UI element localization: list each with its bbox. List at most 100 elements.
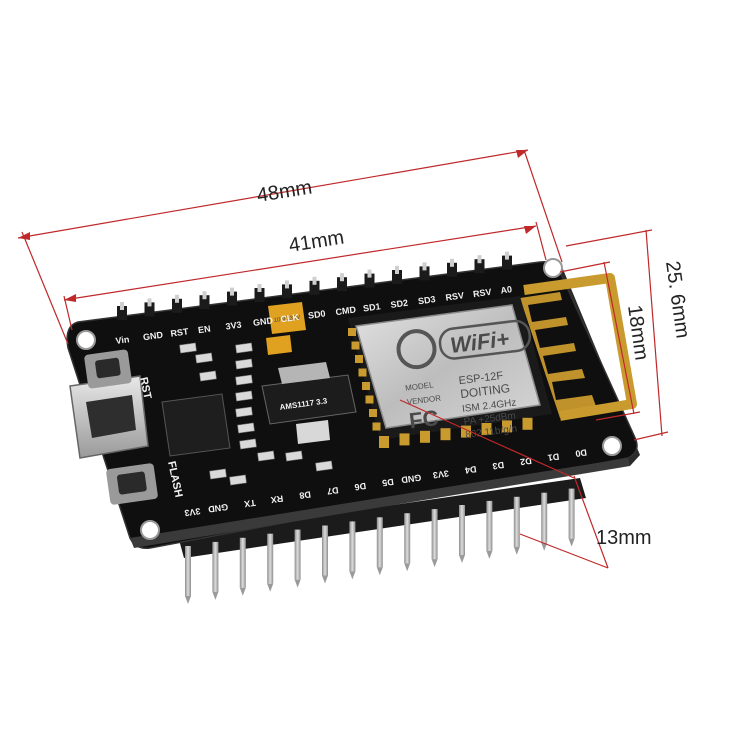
header-pin [568, 488, 575, 539]
smd-resistor [315, 460, 333, 472]
smd-component [296, 420, 330, 444]
module-pad [372, 422, 381, 431]
top-pin-label: SD3 [417, 294, 436, 306]
smd-resistor [195, 352, 213, 364]
module-pad [399, 433, 410, 446]
dimension-arrows [18, 150, 536, 302]
header-pin-tip [486, 550, 493, 559]
header-pins [178, 478, 586, 604]
top-header-pin [419, 266, 430, 281]
top-pin-label: CMD [335, 304, 357, 317]
header-pin [239, 537, 246, 588]
tantalum-capacitor: 106C 35V [268, 302, 306, 334]
rst-label: RST [137, 376, 153, 400]
header-pin [486, 500, 493, 551]
smd-resistor [235, 358, 253, 370]
top-header-pads [117, 251, 512, 320]
module-vendor-label: VENDOR [406, 394, 441, 407]
top-pin-tip [147, 298, 152, 307]
header-pin-tip [459, 555, 465, 563]
top-pin-label: EN [197, 324, 211, 336]
top-pin-tip [257, 284, 262, 292]
top-pin-label: Vin [115, 334, 130, 346]
module-pad [362, 382, 370, 390]
module-pad [369, 409, 377, 417]
header-pin [349, 521, 356, 572]
top-pin-label: RSV [472, 287, 492, 299]
voltage-regulator: AMS1117 3.3 [261, 362, 357, 425]
bottom-pin-label: D5 [382, 477, 395, 489]
nodemcu-board: WiFi+ MODEL ESP-12F VENDOR DOITING FC IS… [66, 251, 640, 550]
module-shield [355, 304, 541, 429]
header-pin-tip [349, 571, 356, 580]
top-pin-tip [230, 287, 234, 296]
bottom-pin-label: D3 [492, 460, 505, 472]
micro-usb-connector [69, 375, 149, 459]
smd-resistor [235, 406, 253, 418]
header-pin [513, 496, 520, 547]
mounting-holes [76, 258, 622, 540]
header-pin [212, 541, 219, 592]
bottom-pin-label: GND [400, 472, 422, 485]
module-pad [351, 341, 360, 350]
top-pin-label: CLK [280, 312, 300, 325]
bottom-pin-label: 3V3 [432, 468, 449, 480]
header-pin-tip [431, 559, 438, 568]
pcb-antenna [520, 292, 598, 418]
dim-13mm-label: 13mm [596, 527, 652, 549]
dimension-annotations [17, 149, 669, 569]
flash-button [106, 463, 158, 505]
header-pin-tip [541, 542, 548, 551]
top-header-pin [474, 259, 485, 274]
header-pin [376, 517, 383, 568]
bottom-pin-label: D4 [464, 464, 477, 476]
module-pad [358, 368, 367, 377]
top-pin-label: SD2 [390, 298, 409, 310]
top-header-pin [447, 262, 457, 277]
module-pad [348, 328, 356, 336]
header-pin [404, 513, 411, 564]
top-pin-label: RSV [445, 290, 465, 302]
smd-resistor [257, 450, 275, 462]
module-model: ESP-12F [458, 370, 504, 387]
smd-resistor [239, 438, 257, 450]
module-pad [461, 425, 471, 438]
top-header-pin [117, 306, 127, 320]
bottom-pin-label: D2 [520, 456, 533, 468]
top-pin-tip [285, 280, 289, 289]
top-pin-label: SD0 [307, 308, 326, 320]
top-header-pin [227, 291, 237, 306]
smd-resistor [179, 342, 197, 354]
module-pad [365, 395, 374, 404]
smd-resistor [237, 422, 255, 434]
usb-uart-chip [161, 393, 231, 457]
smd-resistor [235, 374, 253, 386]
capacitor-small [266, 335, 292, 355]
bottom-pin-label: TX [244, 498, 257, 510]
smd-resistor [285, 450, 303, 462]
module-fcc: FC [408, 405, 440, 433]
top-pin-tip [202, 291, 207, 300]
bottom-pin-label: D8 [299, 489, 312, 501]
header-pin-tip [239, 587, 246, 596]
header-pin-tip [404, 563, 411, 572]
header-pin-tip [376, 567, 383, 576]
header-pin-tip [185, 596, 191, 604]
smd-resistor [235, 390, 253, 402]
top-pin-tip [395, 266, 399, 274]
top-pin-label: A0 [500, 284, 513, 296]
bottom-pin-label: 3V3 [184, 506, 201, 518]
header-pin [185, 546, 191, 596]
top-header-pin [392, 270, 402, 284]
bottom-pin-label: GND [207, 502, 229, 515]
top-header-pin [364, 273, 375, 288]
top-pin-tip [477, 255, 482, 264]
dim-48mm-label: 48mm [255, 177, 313, 207]
module-pad [420, 430, 430, 443]
header-pin-tip [568, 538, 575, 547]
header-pin [459, 505, 465, 555]
top-pin-tip [422, 262, 427, 271]
top-pin-label: GND [142, 330, 164, 343]
